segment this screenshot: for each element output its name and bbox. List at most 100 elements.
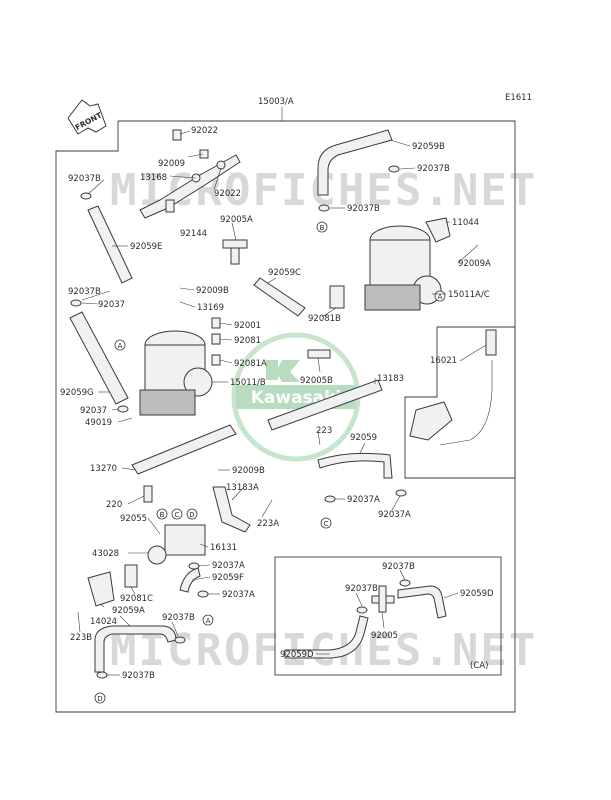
label-11044: 11044	[452, 218, 479, 228]
label-220: 220	[106, 500, 122, 510]
plate-13270	[131, 424, 237, 475]
cable-inset-frame	[404, 326, 516, 479]
label-92059g: 92059G	[60, 388, 94, 398]
label-13183: 13183	[377, 374, 404, 384]
label-92144: 92144	[180, 229, 207, 239]
svg-text:B: B	[320, 224, 325, 232]
link-rod-13183	[267, 379, 383, 431]
label-92037a-4: 92037A	[222, 590, 255, 600]
svg-text:C: C	[175, 511, 180, 519]
spring-92081c	[124, 564, 138, 588]
carburetor-right-15011ac	[364, 217, 451, 311]
label-15011b: 15011/B	[230, 378, 266, 388]
svg-text:A: A	[206, 617, 211, 625]
spring-92081b	[329, 285, 345, 309]
label-43028: 43028	[92, 549, 119, 559]
cover-14024	[87, 571, 115, 607]
label-92059e: 92059E	[130, 242, 162, 252]
hose-92059b	[317, 129, 393, 196]
hose-92059f	[179, 567, 201, 593]
label-223b: 223B	[70, 633, 92, 643]
callout-c-2: C	[171, 508, 183, 520]
assembly-frame	[55, 120, 516, 713]
label-92081a: 92081A	[234, 359, 267, 369]
svg-text:D: D	[97, 695, 102, 703]
joint-92005b	[307, 349, 331, 359]
label-92037b-7: 92037B	[382, 562, 415, 572]
label-49019: 49019	[85, 418, 112, 428]
label-13169: 13169	[197, 303, 224, 313]
label-13168: 13168	[140, 173, 167, 183]
callout-a-3: A	[434, 290, 446, 302]
carburetor-left-15011b	[139, 330, 213, 416]
label-92037b-3: 92037B	[347, 204, 380, 214]
spring-92081	[211, 333, 221, 345]
label-92059: 92059	[350, 433, 377, 443]
label-92001: 92001	[234, 321, 261, 331]
label-92081: 92081	[234, 336, 261, 346]
label-16131: 16131	[210, 543, 237, 553]
label-13183a: 13183A	[226, 483, 259, 493]
screw-92001	[211, 317, 221, 329]
label-92059a: 92059A	[112, 606, 145, 616]
label-92022: 92022	[191, 126, 218, 136]
front-arrow-icon: FRONT	[67, 99, 107, 135]
tee-fitting-92005a	[222, 239, 248, 265]
diagram-code: E1611	[505, 93, 532, 103]
tube-92059e	[87, 205, 133, 284]
label-92037b-2: 92037B	[417, 164, 450, 174]
callout-a-1: A	[114, 339, 126, 351]
clips	[70, 165, 411, 679]
label-92059d-2: 92059D	[280, 650, 314, 660]
label-92022-b: 92022	[214, 189, 241, 199]
label-15011ac: 15011A/C	[448, 290, 490, 300]
label-92037b-4: 92037B	[68, 287, 101, 297]
label-13270: 13270	[90, 464, 117, 474]
part-labels: 92022 92009 13168 92022 92037B 92144 920…	[60, 126, 494, 681]
screw-92144	[165, 199, 175, 213]
ca-tag: (CA)	[470, 661, 488, 671]
label-92037b-1: 92037B	[68, 174, 101, 184]
callout-b-1: B	[316, 221, 328, 233]
label-92059c: 92059C	[268, 268, 301, 278]
bracket-13183a	[212, 486, 251, 533]
svg-text:B: B	[160, 511, 165, 519]
label-92059d-1: 92059D	[460, 589, 494, 599]
callout-a-2: A	[202, 614, 214, 626]
label-92037a-3: 92037A	[212, 561, 245, 571]
label-223a: 223A	[257, 519, 279, 529]
label-92081b: 92081B	[308, 314, 341, 324]
label-92037b-8: 92037B	[345, 584, 378, 594]
label-92055: 92055	[120, 514, 147, 524]
label-92037a-1: 92037A	[347, 495, 380, 505]
hose-92059a	[94, 625, 177, 673]
callout-d-2: D	[186, 508, 198, 520]
svg-text:A: A	[438, 293, 443, 301]
callout-b-2: B	[156, 508, 168, 520]
label-92037b-5: 92037B	[162, 613, 195, 623]
throttle-body-16131	[147, 524, 206, 565]
tube-92059c	[253, 277, 306, 317]
label-92037-1: 92037	[98, 300, 125, 310]
hose-92059d-lower	[284, 615, 369, 659]
callout-c-1: C	[320, 517, 332, 529]
label-92005b: 92005B	[300, 376, 333, 386]
label-16021: 16021	[430, 356, 457, 366]
label-92059f: 92059F	[212, 573, 244, 583]
hose-92059	[317, 452, 393, 479]
label-92009b-2: 92009B	[232, 466, 265, 476]
label-92009a: 92009A	[458, 259, 491, 269]
label-92037-2: 92037	[80, 406, 107, 416]
bracket-13168	[139, 154, 241, 219]
screw-92022a	[172, 129, 182, 141]
washer-92009	[199, 149, 209, 159]
tube-92059g	[69, 311, 129, 405]
svg-text:A: A	[118, 342, 123, 350]
screw-220	[143, 485, 153, 503]
svg-text:D: D	[189, 511, 194, 519]
hose-92059d-upper	[397, 585, 447, 619]
ca-subassembly-frame	[274, 556, 502, 676]
label-92081c: 92081C	[120, 594, 153, 604]
throttle-cable-16021	[409, 329, 497, 446]
spring-92081a	[211, 354, 221, 366]
